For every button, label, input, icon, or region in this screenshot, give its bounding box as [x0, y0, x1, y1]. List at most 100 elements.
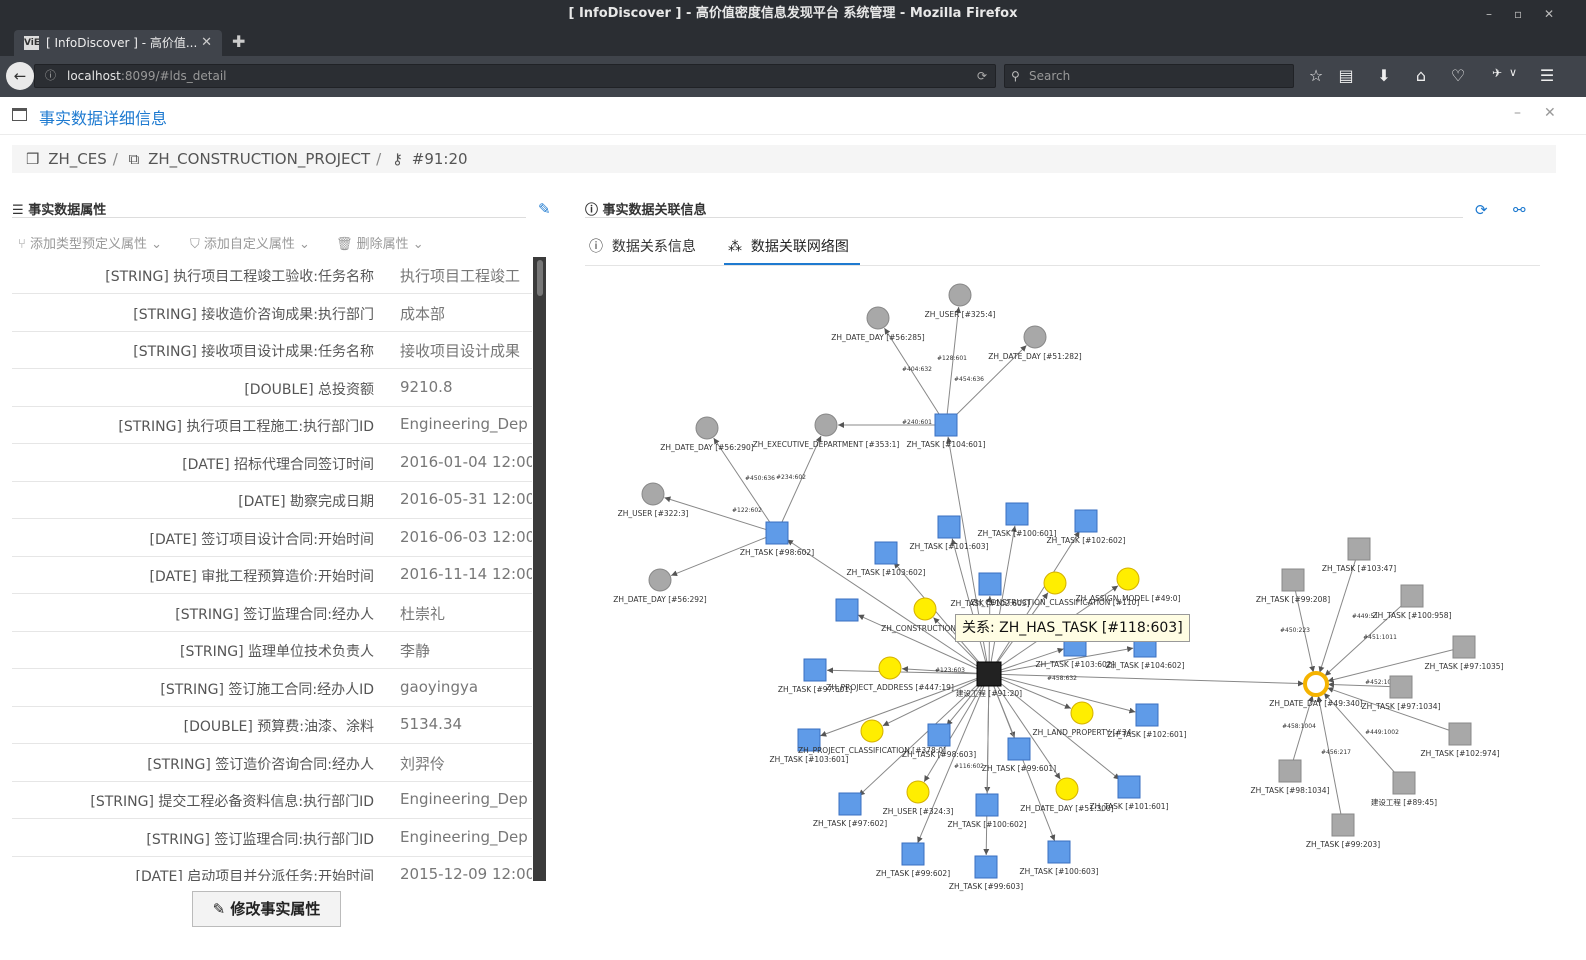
new-tab-icon[interactable]: ✚: [232, 32, 246, 51]
property-value: 杜崇礼: [400, 604, 446, 623]
back-button[interactable]: ←: [6, 62, 34, 90]
info-icon[interactable]: ⓘ: [45, 69, 56, 82]
task-node: [901, 842, 925, 866]
home-icon[interactable]: ⌂: [1415, 66, 1427, 85]
graph-edge: [857, 614, 990, 675]
tab-relation-info[interactable]: ⓘ 数据关系信息: [589, 239, 696, 255]
reload-icon[interactable]: ⟳: [976, 69, 987, 83]
cube-icon: ❒: [26, 150, 40, 168]
entity-node: [913, 597, 937, 621]
graph-edge: [893, 561, 990, 675]
delete-property-button[interactable]: 🗑 删除属性 ⌄: [336, 237, 424, 252]
refresh-icon[interactable]: ⟳: [1475, 201, 1488, 219]
graph-edge: [820, 673, 990, 737]
graph-edge: [988, 673, 1072, 709]
add-predefined-property-button[interactable]: ⑂ 添加类型预定义属性 ⌄: [18, 237, 162, 252]
graph-edge: [1289, 695, 1314, 772]
node-label: ZH_DATE_DAY [#49:340]: [1269, 699, 1363, 708]
chevron-down-icon[interactable]: ∨: [1508, 66, 1518, 79]
edit-icon[interactable]: ✎: [538, 200, 551, 218]
property-row[interactable]: [STRING] 接收项目设计成果:任务名称接收项目设计成果: [12, 332, 532, 369]
url-bar[interactable]: ⓘ localhost:8099/#lds_detail ⟳: [34, 64, 996, 88]
extension-icon[interactable]: ✈: [1491, 66, 1503, 80]
edge-label: #458:1004: [1282, 723, 1316, 730]
breadcrumb-item[interactable]: ZH_CONSTRUCTION_PROJECT: [148, 150, 371, 168]
property-value: 5134.34: [400, 715, 463, 733]
property-value: 成本部: [400, 304, 446, 323]
download-icon[interactable]: ⬇: [1377, 66, 1391, 85]
task-node: [803, 658, 827, 682]
property-row[interactable]: [STRING] 签订监理合同:经办人杜崇礼: [12, 595, 532, 632]
node-label: ZH_TASK [#99:603]: [949, 882, 1023, 891]
entity-node: [695, 416, 719, 440]
panel-minimize-icon[interactable]: –: [1514, 105, 1521, 121]
edge-label: #451:1011: [1363, 634, 1397, 641]
node-label: ZH_TASK [#103:47]: [1322, 564, 1396, 573]
property-key: [STRING] 接收项目设计成果:任务名称: [133, 344, 374, 360]
property-row[interactable]: [STRING] 接收造价咨询成果:执行部门成本部: [12, 295, 532, 332]
hub-node: [976, 661, 1002, 687]
property-value: 2016-05-31 12:00: [400, 490, 532, 508]
tab-relation-graph[interactable]: ⁂ 数据关联网络图: [728, 239, 849, 255]
entity-node: [1043, 571, 1067, 595]
graph-edge: [882, 673, 990, 727]
property-list: [STRING] 执行项目工程竣工验收:任务名称执行项目工程竣工[STRING]…: [12, 257, 532, 881]
entity-node: [1116, 567, 1140, 591]
property-row[interactable]: [STRING] 监理单位技术负责人李静: [12, 632, 532, 669]
edge-label: #450:223: [1280, 627, 1310, 634]
pocket-icon[interactable]: ♡: [1450, 66, 1466, 85]
divider: [12, 217, 526, 218]
edge-label: #449:1002: [1365, 729, 1399, 736]
node-label: ZH_EXECUTIVE_DEPARTMENT [#353:1]: [753, 440, 900, 449]
task-node: [1007, 737, 1031, 761]
task-node: [1400, 584, 1424, 608]
task-node: [1005, 502, 1029, 526]
task-node: [934, 413, 958, 437]
scrollbar-thumb[interactable]: [537, 260, 543, 296]
reader-list-icon[interactable]: ▤: [1338, 66, 1354, 85]
close-window-icon[interactable]: ✕: [1544, 7, 1555, 21]
panel-close-icon[interactable]: ✕: [1544, 105, 1556, 121]
restore-window-icon[interactable]: ▫: [1514, 7, 1523, 21]
scrollbar[interactable]: [533, 257, 546, 881]
property-value: 2016-06-03 12:00: [400, 527, 532, 546]
search-input[interactable]: ⚲ Search: [1004, 64, 1294, 88]
edge-label: #454:636: [954, 376, 984, 383]
graph-edge: [884, 327, 947, 426]
node-label: ZH_TASK [#101:601]: [1089, 802, 1168, 811]
menu-icon[interactable]: ☰: [1539, 66, 1555, 85]
breadcrumb-item[interactable]: ZH_CES: [48, 150, 107, 168]
property-row[interactable]: [STRING] 签订造价咨询合同:经办人刘羿伶: [12, 745, 532, 782]
relation-network-graph[interactable]: #128:601#404:632#454:636#240:601#450:636…: [585, 268, 1560, 908]
property-row[interactable]: [STRING] 执行项目工程竣工验收:任务名称执行项目工程竣工: [12, 257, 532, 294]
browser-tab[interactable]: ViE [ InfoDiscover ] - 高价值... ✕: [14, 30, 222, 56]
bookmark-star-icon[interactable]: ☆: [1308, 66, 1324, 85]
graph-edge: [988, 525, 1017, 675]
task-node: [978, 572, 1002, 596]
url-host: localhost: [67, 69, 121, 83]
graph-edge: [786, 539, 990, 675]
node-label: ZH_TASK [#97:1035]: [1424, 662, 1503, 671]
close-tab-icon[interactable]: ✕: [201, 35, 212, 50]
add-custom-property-button[interactable]: ⛉ 添加自定义属性 ⌄: [190, 237, 310, 252]
task-node: [1281, 568, 1305, 592]
modify-properties-button[interactable]: ✎ 修改事实属性: [192, 891, 341, 927]
node-label: ZH_TASK [#100:601]: [977, 529, 1056, 538]
node-label: ZH_TASK [#97:602]: [813, 819, 887, 828]
link-icon[interactable]: ⚯: [1513, 201, 1526, 219]
minimize-window-icon[interactable]: –: [1486, 7, 1492, 21]
graph-edge: [1324, 595, 1413, 677]
entity-node: [1303, 671, 1329, 697]
favicon-icon: ViE: [24, 36, 41, 50]
